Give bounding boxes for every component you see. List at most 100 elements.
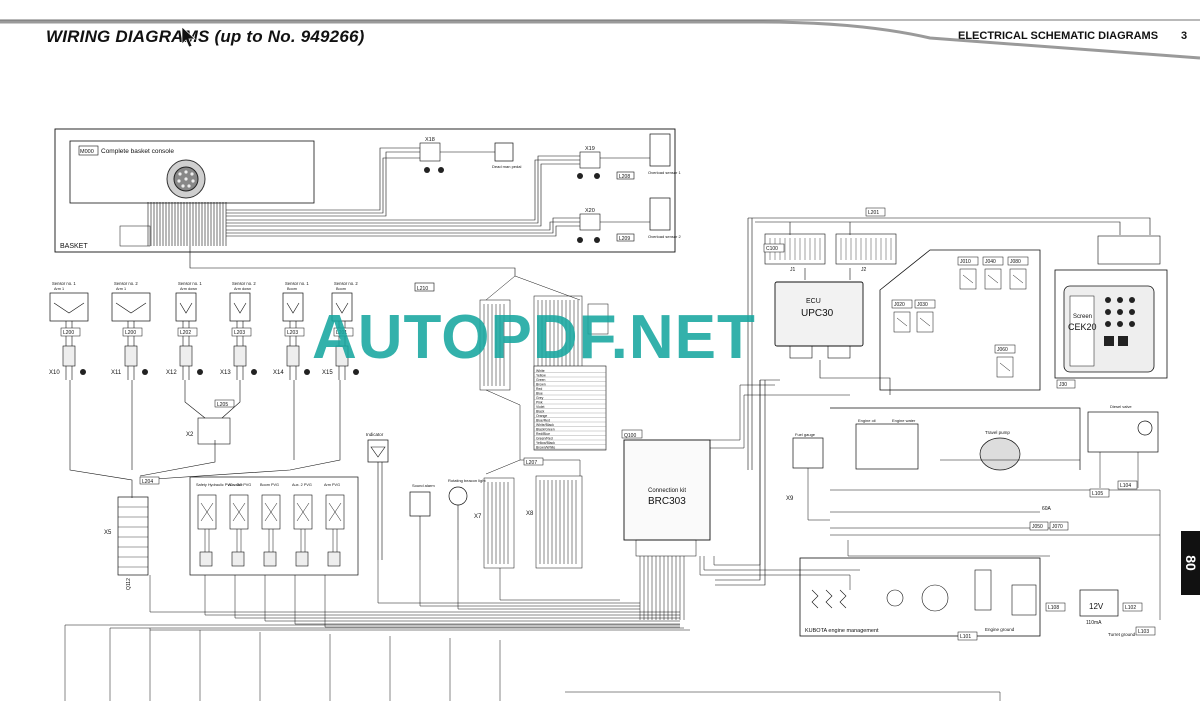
- legend-row: White: [536, 369, 545, 373]
- sensor-sub: Boom: [287, 287, 297, 291]
- page-title: WIRING DIAGRAMS (up to No. 949266): [46, 27, 365, 46]
- relay-tag: [957, 256, 979, 266]
- screen-label: Screen: [1073, 314, 1092, 320]
- connection-kit-bus: [635, 379, 860, 620]
- sensor-switch-icon: [53, 302, 85, 314]
- sensor-switch-icon: [335, 302, 349, 314]
- connector-plug-icon: [251, 369, 257, 375]
- legend-row: White/Black: [536, 423, 554, 427]
- sensor-connector: [335, 345, 349, 367]
- sensor-name: Sensor no. 2: [114, 281, 138, 286]
- basket-frame: [54, 128, 676, 253]
- valve-wire: [268, 529, 274, 552]
- ecu-model: UPC30: [801, 308, 834, 319]
- valve-connector: [327, 551, 341, 567]
- sensor-connector-label: X15: [322, 370, 333, 376]
- valve-coil: [325, 494, 345, 530]
- sensor-sub: Arm down: [234, 287, 251, 291]
- cable-l209: L209: [619, 236, 630, 242]
- basket-harness: [147, 147, 650, 276]
- valve-label: Aux. DC PVG: [228, 483, 251, 487]
- legend-row: Black: [536, 409, 545, 413]
- ecu-label: ECU: [806, 298, 821, 305]
- beacon-label: Rotating beacon light: [448, 478, 486, 483]
- fuse-label: 60A: [1042, 506, 1052, 512]
- sensor-connector-label: X12: [166, 370, 177, 376]
- legend-row: Black/Green: [536, 427, 555, 431]
- screen-frame: [1054, 269, 1168, 379]
- fuel-gauge-box: [792, 437, 824, 469]
- relay-contact-icon: [896, 317, 908, 327]
- engine-cable-tag: [957, 631, 978, 641]
- valve-connector: [263, 551, 277, 567]
- cable-l204: L204: [142, 479, 153, 485]
- relay-body: [996, 356, 1014, 378]
- sensor-connector: [124, 345, 138, 367]
- valve-wire: [204, 529, 210, 552]
- relay-body: [959, 268, 977, 290]
- legend-row: Yellow: [536, 373, 546, 377]
- sensor-box: [331, 292, 353, 322]
- relay-label: J040: [985, 259, 996, 265]
- valve-coil: [197, 494, 217, 530]
- relay-label: J080: [1010, 259, 1021, 265]
- connector-plug-icon: [197, 369, 203, 375]
- connector-x7: X7: [474, 514, 482, 520]
- buzzer-box: [409, 491, 431, 517]
- sensor-box: [175, 292, 197, 322]
- relay-label: J010: [960, 259, 971, 265]
- valve-coil-icon: [264, 502, 278, 522]
- sensor-switch-icon: [179, 302, 193, 314]
- valve-coil-icon: [200, 502, 214, 522]
- valve-wire: [236, 529, 242, 552]
- code-j070: J070: [1052, 524, 1063, 530]
- legend-row: Pink: [536, 400, 543, 404]
- engine-frame: [830, 407, 1081, 470]
- relay-tag: [994, 344, 1016, 354]
- valve-coil-icon: [232, 502, 246, 522]
- legend-row: Green: [536, 378, 546, 382]
- engine-cable-tag: [1089, 488, 1110, 498]
- relay-contact-icon: [1012, 274, 1024, 284]
- sensor-connector-label: X13: [220, 370, 231, 376]
- engine-cable-tag: [1122, 602, 1143, 612]
- relay-tag: [914, 299, 936, 309]
- relay-body: [916, 311, 934, 333]
- cable-l210: L210: [417, 286, 428, 292]
- connection-kit-box: [623, 439, 711, 541]
- sensor-switch-icon: [233, 302, 247, 314]
- sensor-connector-label: X10: [49, 370, 60, 376]
- watermark: AUTOPDF.NET: [312, 303, 756, 372]
- sensor-switch-icon: [286, 302, 300, 314]
- sensor-cable-tag: [122, 327, 143, 337]
- engine-code-tags: [1029, 521, 1069, 531]
- connection-kit-code: Q100: [624, 433, 636, 439]
- engine-ground-label: Engine ground: [985, 627, 1015, 632]
- sensor-name: Sensor no. 2: [232, 281, 256, 286]
- relay-contact-icon: [987, 274, 999, 284]
- sensor-cable-tag: [60, 327, 81, 337]
- valve-coil: [229, 494, 249, 530]
- indicator-label: Indicator: [366, 432, 384, 437]
- console-label: Complete basket console: [101, 148, 174, 155]
- legend-row: Blue: [536, 391, 543, 395]
- sensor-box: [49, 292, 89, 322]
- engine-cable-label: L108: [1048, 605, 1059, 611]
- valve-connector: [199, 551, 213, 567]
- bottom-bus: [64, 560, 1001, 701]
- sensor-cable: L200: [125, 330, 136, 336]
- fuel-gauge-label: Fuel gauge: [795, 432, 816, 437]
- legend-row: Brown/White: [536, 445, 555, 449]
- engine-cable-tag: [1117, 480, 1138, 490]
- connector-plug-icon: [142, 369, 148, 375]
- relay-body: [1009, 268, 1027, 290]
- diesel-valve-label: Diesel valve: [1110, 404, 1132, 409]
- beacon-icon: [448, 486, 468, 506]
- valves-box: [189, 476, 359, 576]
- sensor-name: Sensor no. 1: [52, 281, 76, 286]
- sensor-cable-tag: [231, 327, 252, 337]
- ecu-j2-connector: [835, 233, 897, 265]
- valve-connector: [231, 551, 245, 567]
- sensor-sub: Arm down: [180, 287, 197, 291]
